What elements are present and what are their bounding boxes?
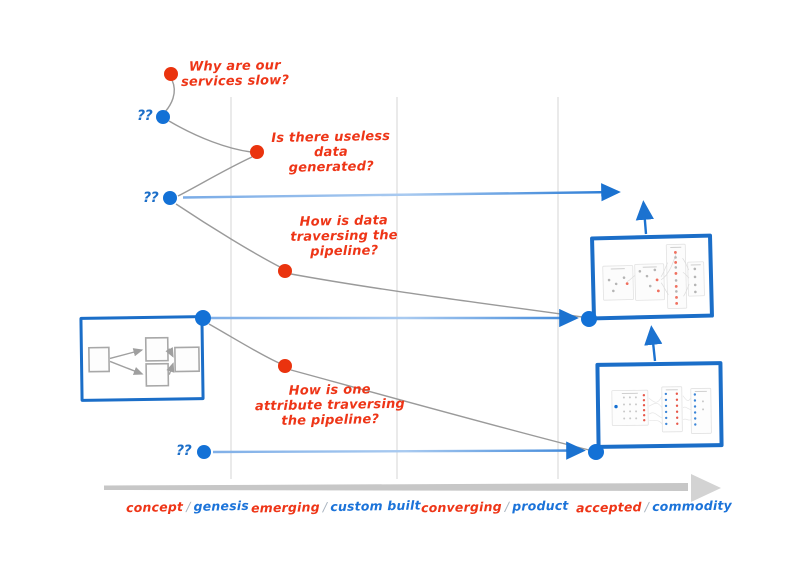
- flowchart-anchor-node: [195, 310, 211, 326]
- evolution-lines: [182, 183, 621, 460]
- question-node-1: [164, 67, 178, 81]
- attribute-lineage-graphic: [611, 386, 712, 434]
- gray-curves: [164, 79, 590, 451]
- pipeline-diagram-graphic: [602, 243, 705, 309]
- unknown-marker-1: ??: [137, 108, 153, 124]
- pipeline-diagram-thumbnail: [589, 233, 715, 321]
- axis-stage-custom-built: emerging/custom built: [250, 497, 421, 516]
- evolution-axis: [104, 474, 721, 502]
- question-label-4: How is one attribute traversing the pipe…: [254, 382, 406, 429]
- promotion-arrows: [635, 200, 663, 362]
- question-node-4: [278, 359, 292, 373]
- question-label-1: Why are our services slow?: [180, 58, 290, 90]
- gridlines: [230, 97, 559, 479]
- unknown-marker-3: ??: [176, 443, 192, 459]
- question-label-3: How is data traversing the pipeline?: [290, 213, 398, 260]
- question-node-3: [278, 264, 292, 278]
- flowchart-thumbnail: [79, 315, 205, 402]
- axis-stage-genesis: concept/genesis: [125, 497, 250, 516]
- question-node-2: [250, 145, 264, 159]
- axis-stage-product: converging/product: [420, 497, 569, 516]
- pipeline-anchor-node: [581, 311, 597, 327]
- lineage-anchor-node: [588, 444, 604, 460]
- stage-separator: /: [644, 499, 650, 515]
- stage-separator: /: [185, 498, 191, 515]
- unknown-node-2: [163, 191, 177, 205]
- question-label-2: Is there useless data generated?: [271, 128, 391, 176]
- flowchart-graphic: [88, 336, 200, 387]
- unknown-node-3: [197, 445, 211, 459]
- unknown-node-1: [156, 110, 170, 124]
- attribute-lineage-thumbnail: [595, 361, 724, 449]
- stage-separator: /: [504, 498, 510, 514]
- axis-arrowhead: [691, 474, 721, 502]
- stage-separator: /: [322, 499, 328, 515]
- unknown-marker-2: ??: [143, 190, 159, 206]
- axis-stage-commodity: accepted/commodity: [575, 497, 733, 516]
